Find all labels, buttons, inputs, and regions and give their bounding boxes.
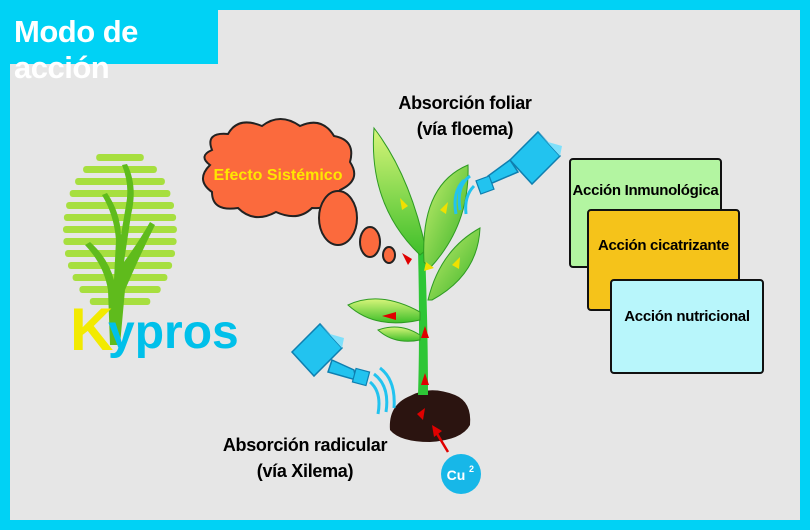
kypros-logo: K ypros <box>63 154 239 363</box>
cu-label: Cu <box>447 467 466 483</box>
action-label-immunological: Acción Inmunológica <box>572 182 719 199</box>
action-label-nutritional: Acción nutricional <box>624 308 750 325</box>
cu-charge: 2 <box>469 464 474 474</box>
watering-can-icon <box>453 130 562 215</box>
logo-stripe <box>96 154 144 161</box>
logo-stripe <box>75 178 165 185</box>
foliar-label-line1: Absorción foliar <box>398 93 532 113</box>
foliar-label-line2: (vía floema) <box>416 119 514 139</box>
logo-stripe <box>66 202 174 209</box>
action-label-healing: Acción cicatrizante <box>597 237 729 254</box>
root-label-line2: (vía Xilema) <box>256 461 354 481</box>
root-label-line1: Absorción radicular <box>222 435 388 455</box>
systemic-effect-label: Efecto Sistémico <box>214 167 343 184</box>
logo-tree-icon <box>85 164 155 345</box>
logo-wordmark: ypros <box>108 306 239 359</box>
root-label: Absorción radicular (vía Xilema) <box>220 432 390 484</box>
plant-icon <box>347 126 481 453</box>
logo-stripe <box>63 214 177 221</box>
phloem-arrows <box>400 198 460 271</box>
logo-stripe <box>69 190 171 197</box>
thought-cloud: Efecto Sistémico <box>202 118 396 264</box>
logo-letter-k: K <box>70 296 113 363</box>
page-title: Modo de acción <box>14 14 138 85</box>
watering-can-icon-root <box>290 322 396 415</box>
title-banner: Modo de acción <box>0 0 218 85</box>
cu-ion-icon: Cu 2 <box>441 454 481 494</box>
action-card-nutritional: Acción nutricional <box>610 279 764 374</box>
foliar-label: Absorción foliar (vía floema) <box>390 90 540 142</box>
logo-stripe <box>83 166 157 173</box>
xylem-arrows <box>382 253 429 420</box>
